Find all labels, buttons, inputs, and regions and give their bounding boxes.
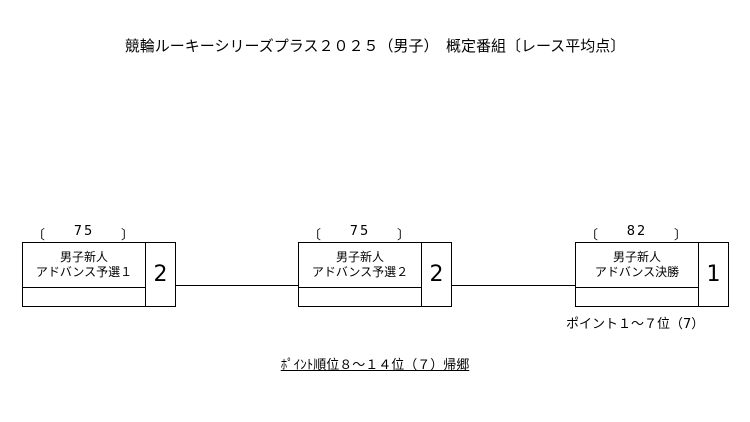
race-score-1: 〔 75 〕 (22, 224, 146, 243)
race-name-line-1: 男子新人 (335, 250, 384, 264)
race-name-line-2: アドバンス予選２ (311, 265, 409, 279)
race-score-2: 〔 75 〕 (298, 224, 422, 243)
connector-line-2 (452, 285, 575, 286)
score-value: 75 (73, 224, 95, 239)
points-note: ポイント１～７位（7） (566, 317, 705, 332)
race-name: 男子新人 アドバンス予選１ (23, 243, 146, 288)
score-value: 82 (626, 224, 648, 239)
race-name-line-2: アドバンス予選１ (35, 265, 133, 279)
score-bracket-close: 〕 (673, 228, 687, 243)
race-advance-count: 1 (706, 262, 721, 287)
race-name: 男子新人 アドバンス予選２ (299, 243, 422, 288)
race-name-line-1: 男子新人 (612, 250, 661, 264)
score-value: 75 (349, 224, 371, 239)
race-name-line-1: 男子新人 (59, 250, 108, 264)
score-bracket-open: 〔 (585, 228, 599, 243)
race-box-advance-qualifier-1: 男子新人 アドバンス予選１ 2 (22, 242, 176, 307)
race-box-advance-qualifier-2: 男子新人 アドバンス予選２ 2 (298, 242, 452, 307)
page-title: 競輪ルーキーシリーズプラス２０２５（男子） 概定番組〔レース平均点〕 (124, 37, 626, 55)
footer-note: ﾎﾟｲﾝﾄ順位８～１４位（７）帰郷 (280, 358, 470, 373)
footer-note-wrap: ﾎﾟｲﾝﾄ順位８～１４位（７）帰郷 (0, 354, 750, 373)
score-bracket-open: 〔 (308, 228, 322, 243)
race-score-3: 〔 82 〕 (575, 224, 699, 243)
race-box-advance-final: 男子新人 アドバンス決勝 1 (575, 242, 729, 307)
score-bracket-close: 〕 (396, 228, 410, 243)
race-blank-cell (23, 288, 146, 306)
race-blank-cell (299, 288, 422, 306)
connector-line-1 (176, 285, 298, 286)
score-bracket-open: 〔 (32, 228, 46, 243)
race-blank-cell (576, 288, 699, 306)
race-advance-count: 2 (153, 262, 168, 287)
score-bracket-close: 〕 (120, 228, 134, 243)
race-name-line-2: アドバンス決勝 (594, 265, 680, 279)
race-name: 男子新人 アドバンス決勝 (576, 243, 699, 288)
race-advance-count: 2 (429, 262, 444, 287)
